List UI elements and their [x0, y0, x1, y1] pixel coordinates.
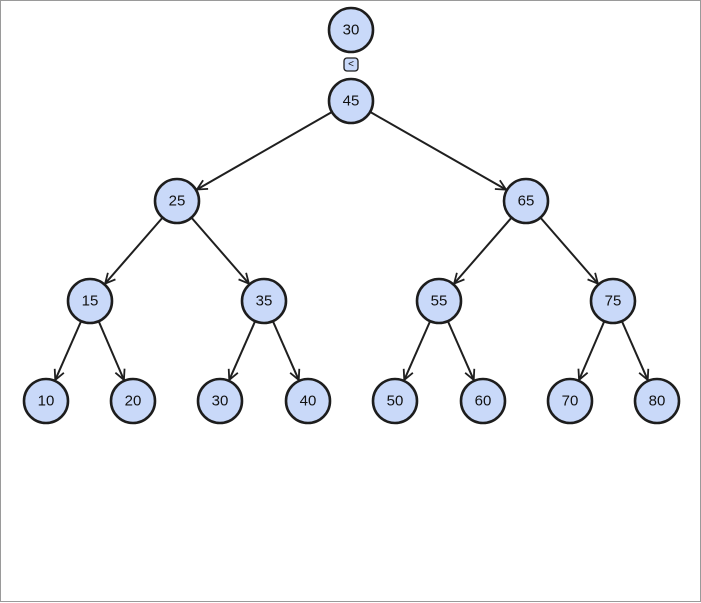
node-label: 20: [125, 393, 142, 410]
tree-node-30: 30: [196, 377, 244, 425]
edge-75-70: [579, 320, 606, 380]
tree-node-60: 60: [459, 377, 507, 425]
node-circle: [109, 377, 157, 425]
node-label: 25: [169, 193, 186, 210]
node-label: 75: [605, 293, 622, 310]
search-value-node: 30: [327, 6, 375, 54]
node-label: 10: [38, 393, 55, 410]
node-circle: [633, 377, 681, 425]
node-label: 30: [212, 393, 229, 410]
node-circle: [153, 177, 201, 225]
tree-nodes: 45 25 65 15 35 55 75 10 20 30 40 50 60 70 80: [22, 77, 681, 425]
node-circle: [240, 277, 288, 325]
edge-15-20: [97, 320, 124, 380]
node-circle: [546, 377, 594, 425]
tree-node-20: 20: [109, 377, 157, 425]
edge-55-60: [446, 320, 474, 380]
node-circle: [284, 377, 332, 425]
node-label: 35: [256, 293, 273, 310]
edge-45-65: [369, 111, 506, 190]
tree-node-50: 50: [371, 377, 419, 425]
comparison-indicator: <: [343, 57, 359, 72]
comparison-box: [343, 57, 359, 72]
edge-55-50: [404, 320, 432, 380]
tree-node-65: 65: [502, 177, 550, 225]
node-circle: [502, 177, 550, 225]
node-label: 45: [343, 93, 360, 110]
node-circle: [459, 377, 507, 425]
tree-node-40: 40: [284, 377, 332, 425]
tree-node-35: 35: [240, 277, 288, 325]
edge-25-35: [190, 216, 248, 284]
edge-25-15: [105, 216, 164, 284]
edge-35-30: [229, 320, 257, 380]
node-circle: [66, 277, 114, 325]
node-circle: [196, 377, 244, 425]
tree-node-25: 25: [153, 177, 201, 225]
tree-node-15: 15: [66, 277, 114, 325]
tree-node-70: 70: [546, 377, 594, 425]
node-label: 80: [649, 393, 666, 410]
comparison-label: <: [348, 59, 354, 70]
tree-node-45: 45: [327, 77, 375, 125]
edge-45-25: [197, 111, 333, 190]
edge-75-80: [620, 320, 648, 380]
edge-15-10: [55, 320, 83, 380]
edge-65-75: [539, 216, 597, 284]
node-label: 40: [300, 393, 317, 410]
node-label: 55: [431, 293, 448, 310]
node-circle: [371, 377, 419, 425]
node-label: 70: [562, 393, 579, 410]
tree-node-80: 80: [633, 377, 681, 425]
node-circle: [327, 77, 375, 125]
edge-65-55: [454, 216, 513, 284]
tree-node-75: 75: [589, 277, 637, 325]
node-circle: [415, 277, 463, 325]
tree-node-10: 10: [22, 377, 70, 425]
node-circle: [589, 277, 637, 325]
node-label: 60: [475, 393, 492, 410]
search-value-label: 30: [343, 22, 360, 39]
edge-35-40: [271, 320, 299, 380]
node-circle: [22, 377, 70, 425]
node-label: 50: [387, 393, 404, 410]
node-label: 15: [82, 293, 99, 310]
edges: [55, 111, 648, 380]
node-label: 65: [518, 193, 535, 210]
tree-node-55: 55: [415, 277, 463, 325]
search-value-circle: [327, 6, 375, 54]
